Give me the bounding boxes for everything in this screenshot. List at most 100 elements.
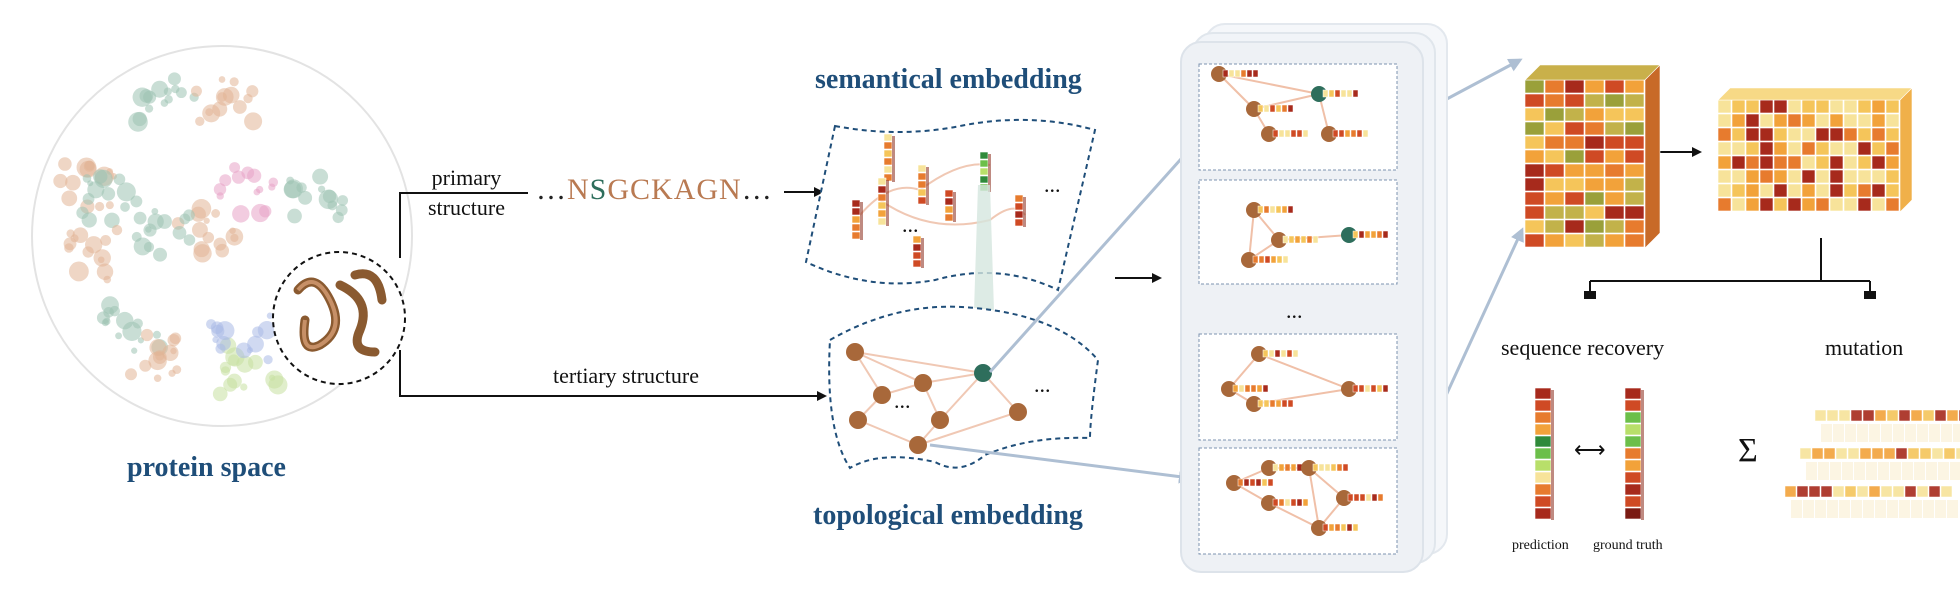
outTensor-cell <box>1857 197 1872 212</box>
structure-connectors <box>399 147 1876 401</box>
branch-tick-left <box>1584 291 1596 299</box>
semantic-bar-3-cell <box>917 164 927 173</box>
mutation-shadow <box>1950 462 1960 480</box>
outTensor-cell <box>1717 99 1732 114</box>
protein-blob-6 <box>322 189 337 204</box>
mutation-row-cell <box>1835 447 1848 460</box>
panel-node-bar-cell <box>1275 205 1282 214</box>
protein-blob-10 <box>212 386 228 402</box>
panel-node-bar-cell <box>1272 129 1279 138</box>
mutation-shadow <box>1893 424 1904 442</box>
bigTensor-cell <box>1524 219 1545 234</box>
semantic-bar-1-cell <box>851 207 861 216</box>
outTensor-cell <box>1773 197 1788 212</box>
outTensor-cell <box>1759 113 1774 128</box>
panel-node-bar-cell <box>1328 523 1335 532</box>
protein-blob-4 <box>229 227 236 234</box>
bigTensor-side <box>1644 64 1661 249</box>
protein-blob-0 <box>151 80 169 98</box>
outTensor-cell <box>1843 169 1858 184</box>
outTensor-cell <box>1759 155 1774 170</box>
prediction-cell <box>1534 471 1552 484</box>
panel-node-bar-cell <box>1268 349 1275 358</box>
protein-blob-0 <box>163 87 172 96</box>
protein-blob-0 <box>128 112 148 132</box>
semantic-bar-3-side <box>926 167 929 205</box>
outTensor-cell <box>1717 183 1732 198</box>
bigTensor-cell <box>1544 219 1565 234</box>
panel-node-bar-cell <box>1296 498 1303 507</box>
bigTensor-cell <box>1604 149 1625 164</box>
bigTensor-cell <box>1544 177 1565 192</box>
panel-ellipsis: ... <box>1286 298 1303 323</box>
prediction-cell <box>1534 459 1552 472</box>
protein-blob-4 <box>202 231 215 244</box>
bigTensor-cell <box>1524 79 1545 94</box>
outTensor-cell <box>1885 169 1900 184</box>
panel-node-bar-cell <box>1252 69 1259 78</box>
protein-blob-12 <box>66 229 75 238</box>
outTensor-cell <box>1717 155 1732 170</box>
protein-space-group <box>31 45 413 427</box>
panel-node-bar-cell <box>1353 493 1360 502</box>
bigTensor-cell <box>1584 219 1605 234</box>
protein-blob-1 <box>246 85 259 98</box>
bigTensor-cell <box>1584 205 1605 220</box>
graph-stack <box>1180 23 1448 573</box>
panel-node-bar-cell <box>1262 384 1269 393</box>
panel-node-bar-cell <box>1336 463 1343 472</box>
topology-node-2 <box>914 374 932 392</box>
protein-blob-9 <box>168 369 176 377</box>
outTensor-cell <box>1731 155 1746 170</box>
outTensor-cell <box>1885 127 1900 142</box>
mutation-shadow <box>1938 462 1949 480</box>
ground-truth-side <box>1641 390 1644 520</box>
outTensor-cell <box>1829 183 1844 198</box>
bigTensor-cell <box>1564 219 1585 234</box>
panel-edge <box>1308 467 1320 529</box>
semantic-bar-3-cell <box>917 196 927 205</box>
panel-graph-3 <box>1221 346 1389 412</box>
mutation-shadow <box>1827 500 1838 518</box>
outTensor-cell <box>1731 113 1746 128</box>
outTensor-cell <box>1871 113 1886 128</box>
protein-blob-11 <box>266 312 274 319</box>
protein-blob-1 <box>232 100 247 114</box>
panel-node-bar-cell <box>1322 89 1329 98</box>
mutation-row-cell <box>1799 447 1812 460</box>
bigTensor-cell <box>1544 191 1565 206</box>
outTensor-cell <box>1745 183 1760 198</box>
panel-node-bar-cell <box>1352 523 1359 532</box>
bigTensor-cell <box>1524 107 1545 122</box>
panel-node-bar-cell <box>1275 104 1282 113</box>
protein-blob-10 <box>220 366 231 376</box>
panel-node-bar-cell <box>1318 463 1325 472</box>
protein-blob-8 <box>103 307 114 318</box>
outTensor-cell <box>1731 141 1746 156</box>
outTensor-cell <box>1745 127 1760 142</box>
sigma-icon: Σ <box>1738 432 1758 469</box>
semantic-bar-4-cell <box>944 213 954 222</box>
mutation-shadow <box>1803 500 1814 518</box>
panel-node-bar-cell <box>1344 129 1351 138</box>
panel-node-bar-cell <box>1350 129 1357 138</box>
panel-node-bar-cell <box>1312 235 1319 244</box>
topology-edge-1 <box>854 351 924 384</box>
protein-blob-4 <box>203 217 210 224</box>
mutation-shadow <box>1899 500 1910 518</box>
protein-blob-9 <box>152 350 167 365</box>
bigTensor-cell <box>1584 233 1605 248</box>
semantic-bar-1-cell <box>851 223 861 232</box>
outTensor-cell <box>1885 155 1900 170</box>
mutation-row-cell <box>1904 485 1917 498</box>
bigTensor-cell <box>1584 191 1605 206</box>
mutation-shadow <box>1887 500 1898 518</box>
prediction-cell <box>1534 447 1552 460</box>
protein-blob-11 <box>247 335 264 353</box>
outTensor-cell <box>1857 127 1872 142</box>
mutation-row-cell <box>1808 485 1821 498</box>
panel-node-bar-cell <box>1302 129 1309 138</box>
outTensor-cell <box>1759 169 1774 184</box>
outTensor-cell <box>1731 197 1746 212</box>
panel-node-bar-cell <box>1234 69 1241 78</box>
